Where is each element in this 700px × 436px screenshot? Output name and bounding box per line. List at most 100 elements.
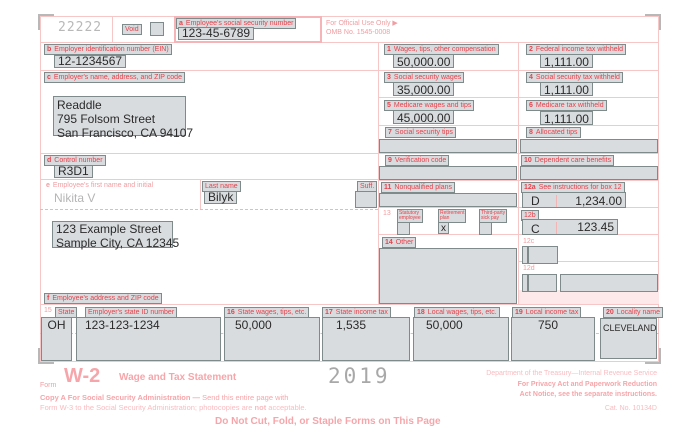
box12a-code[interactable]: D — [531, 194, 540, 208]
corner-mark-top-left — [38, 14, 54, 30]
divider — [112, 16, 113, 42]
divider — [40, 153, 659, 154]
privacy-line2: Act Notice, see the separate instruction… — [519, 391, 657, 398]
tax-year: 2019 — [328, 364, 391, 388]
void-label: Void — [122, 24, 142, 35]
treasury-line: Department of the Treasury—Internal Reve… — [486, 370, 657, 377]
box12b-amount[interactable]: 123.45 — [577, 220, 614, 234]
divider — [378, 207, 659, 208]
divider — [378, 125, 659, 126]
catalog-number: Cat. No. 10134D — [604, 405, 657, 412]
divider — [378, 180, 659, 181]
box6-medicare-tax-field[interactable]: 1,111.00 — [540, 111, 593, 126]
box4-ss-tax-field[interactable]: 1,111.00 — [540, 82, 593, 97]
box12b-code[interactable]: C — [531, 222, 540, 236]
employer-city-line: San Francisco, CA 94107 — [57, 126, 194, 140]
state-id-field[interactable]: 123-123-1234 — [76, 317, 221, 361]
box12a-separator — [556, 195, 557, 207]
retirement-plan-checkbox[interactable]: x — [438, 222, 449, 234]
copy-a-line2: Form W-3 to the Social Security Administ… — [40, 403, 307, 412]
box12b-separator — [556, 222, 557, 234]
box2-federal-tax-field[interactable]: 1,111.00 — [540, 54, 593, 69]
ssn-box — [174, 16, 322, 43]
employer-address-field[interactable]: Readdle 795 Folsom Street San Francisco,… — [53, 96, 193, 140]
box12c-code-field[interactable] — [528, 246, 558, 264]
divider — [40, 304, 659, 305]
box14-other-field[interactable] — [379, 248, 517, 304]
omb-number: OMB No. 1545-0008 — [326, 29, 391, 36]
divider — [378, 42, 379, 304]
box12-shaded-area — [519, 290, 659, 304]
divider — [40, 70, 659, 71]
form-word: Form — [40, 382, 57, 389]
corner-mark-bottom-left — [38, 348, 54, 364]
employer-name-line: Readdle — [57, 98, 102, 112]
box12d-amount-field[interactable] — [560, 274, 658, 292]
box17-state-tax-field[interactable]: 1,535 — [322, 317, 410, 361]
box12b-field[interactable]: C 123.45 — [522, 219, 618, 236]
box3-ss-wages-field[interactable]: 35,000.00 — [393, 82, 455, 97]
divider — [518, 42, 519, 304]
copy-a-line1: Copy A For Social Security Administratio… — [40, 393, 289, 402]
box20-locality-field[interactable]: CLEVELAND — [600, 318, 657, 359]
last-name-field[interactable]: Bilyk — [204, 191, 238, 204]
box1-wages-field[interactable]: 50,000.00 — [393, 54, 455, 69]
box18-local-wages-field[interactable]: 50,000 — [413, 317, 509, 361]
corner-mark-bottom-right — [645, 348, 661, 364]
divider — [378, 234, 659, 235]
suffix-field[interactable] — [355, 191, 377, 208]
box12c-code-marker — [522, 246, 528, 264]
box8-allocated-tips-field[interactable] — [520, 139, 658, 153]
employer-street-line: 795 Folsom Street — [57, 112, 156, 126]
control-number-field[interactable]: R3D1 — [54, 165, 93, 178]
divider — [378, 97, 659, 98]
employee-city-line: Sample City, CA 12345 — [56, 236, 180, 250]
form-title: Wage and Tax Statement — [119, 372, 237, 383]
box12a-amount[interactable]: 1,234.00 — [575, 194, 622, 208]
employee-street-line: 123 Example Street — [56, 222, 162, 236]
box7-ss-tips-field[interactable] — [379, 139, 517, 153]
box13-number: 13 — [383, 210, 391, 217]
box12c-label: 12c — [523, 238, 535, 245]
state-field[interactable]: OH — [41, 317, 72, 361]
box11-nonqualified-field[interactable] — [379, 193, 517, 207]
divider — [40, 209, 378, 210]
box5-medicare-wages-field[interactable]: 45,000.00 — [393, 110, 455, 125]
box16-state-wages-field[interactable]: 50,000 — [224, 317, 320, 361]
form-name: W-2 — [64, 365, 101, 387]
box10-dependent-care-field[interactable] — [520, 166, 658, 180]
official-use-label: For Official Use Only ▶ — [326, 20, 398, 27]
third-party-sick-pay-checkbox[interactable] — [479, 222, 492, 235]
ssn-field[interactable]: 123-45-6789 — [178, 27, 255, 40]
employee-first-name-field[interactable]: Nikita V — [54, 191, 96, 205]
box12d-label: 12d — [523, 265, 535, 272]
form-code: 22222 — [58, 20, 103, 35]
employee-address-field[interactable]: 123 Example Street Sample City, CA 12345 — [52, 221, 180, 250]
statutory-employee-checkbox[interactable] — [397, 222, 410, 235]
divider — [200, 179, 201, 209]
box12a-field[interactable]: D 1,234.00 — [522, 192, 626, 208]
divider — [518, 261, 659, 262]
privacy-line1: For Privacy Act and Paperwork Reduction — [517, 381, 657, 388]
corner-mark-top-right — [645, 14, 661, 30]
box12d-code-field[interactable] — [528, 274, 557, 292]
void-checkbox[interactable] — [150, 22, 164, 36]
form-frame — [40, 16, 659, 362]
ein-field[interactable]: 12-1234567 — [54, 55, 127, 68]
box9-verification-field[interactable] — [379, 166, 517, 180]
box19-local-tax-field[interactable]: 750 — [511, 317, 595, 361]
do-not-cut-notice: Do Not Cut, Fold, or Staple Forms on Thi… — [215, 416, 441, 427]
